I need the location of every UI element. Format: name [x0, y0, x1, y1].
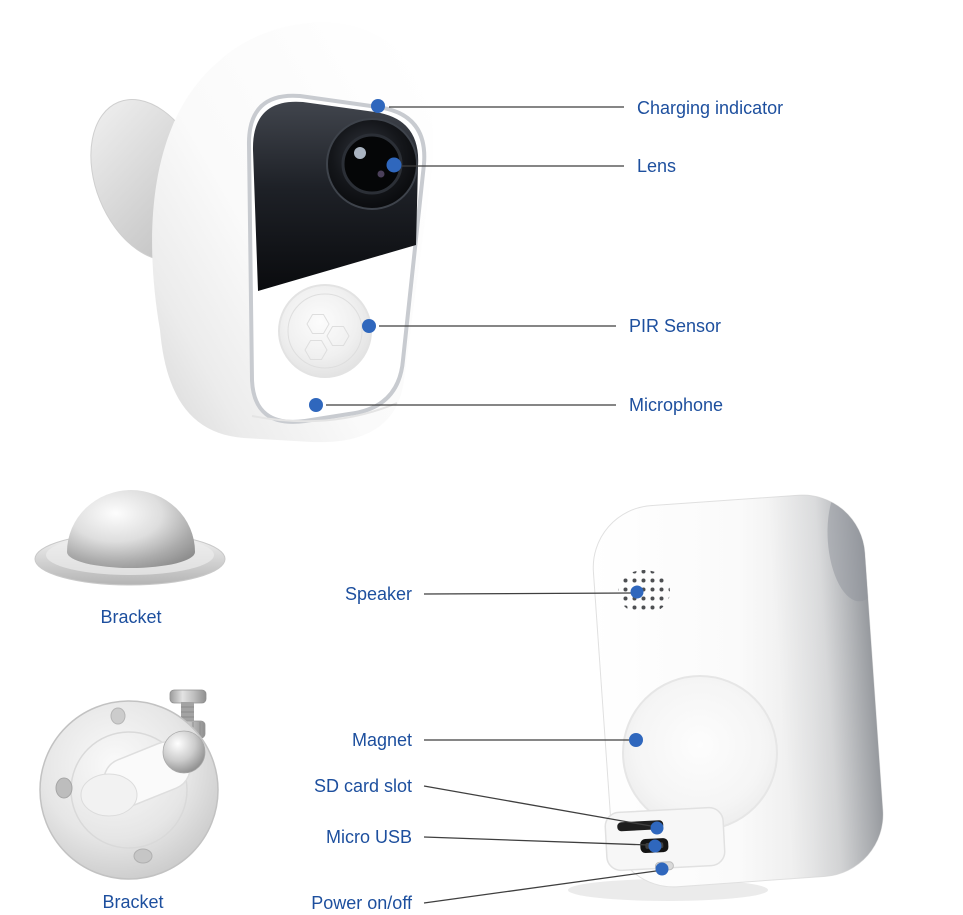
bracket-ball-joint: [162, 730, 206, 774]
bracket-wall-mount-illustration: [39, 689, 219, 880]
dot-pir-sensor: [362, 319, 376, 333]
dot-micro-usb: [648, 839, 662, 853]
lens-reflection: [377, 170, 385, 178]
callout-label-pir-sensor: PIR Sensor: [629, 316, 722, 336]
camera-back-illustration: [568, 490, 888, 901]
bracket-arm-base: [80, 773, 138, 817]
callout-line-speaker: [423, 592, 632, 595]
accessory-label-bracket-dome: Bracket: [100, 607, 162, 627]
callout-line-sd-card-slot: [423, 785, 652, 827]
dot-power: [655, 862, 669, 876]
callout-label-micro-usb: Micro USB: [325, 827, 412, 847]
plate-screw-hole: [110, 707, 126, 725]
dot-sd-card-slot: [650, 821, 664, 835]
camera-bottom-seam: [251, 402, 398, 423]
bracket-dome-illustration: [34, 490, 226, 586]
dot-speaker: [630, 585, 644, 599]
callout-label-sd-card-slot: SD card slot: [313, 776, 412, 796]
plate-screw-hole: [133, 848, 153, 864]
lens-glint: [354, 147, 366, 159]
bracket-dome-cap: [67, 490, 195, 568]
callout-line-micro-usb: [423, 836, 650, 846]
callout-label-charging-indicator: Charging indicator: [637, 98, 784, 118]
callout-label-lens: Lens: [637, 156, 677, 176]
dot-lens: [386, 157, 402, 173]
dot-magnet: [629, 733, 643, 747]
camera-back-shadow: [568, 879, 768, 901]
callout-line-power: [423, 870, 657, 904]
speaker-grille: [618, 570, 670, 614]
camera-front-illustration: [90, 22, 433, 443]
callout-label-speaker: Speaker: [344, 584, 412, 604]
callout-label-power-on-off: Power on/off: [311, 893, 412, 913]
callout-label-microphone: Microphone: [629, 395, 724, 415]
callout-dots: [309, 99, 669, 876]
port-panel: [604, 806, 726, 872]
accessory-label-bracket-wall-mount: Bracket: [102, 892, 164, 912]
dot-charging-indicator: [371, 99, 385, 113]
dot-microphone: [309, 398, 323, 412]
bracket-screw-head: [169, 689, 207, 704]
plate-screw-hole: [55, 777, 73, 799]
callout-label-magnet: Magnet: [351, 730, 412, 750]
magnet-area: [622, 675, 778, 831]
pir-texture: [287, 293, 363, 369]
callout-lines: [326, 106, 657, 904]
